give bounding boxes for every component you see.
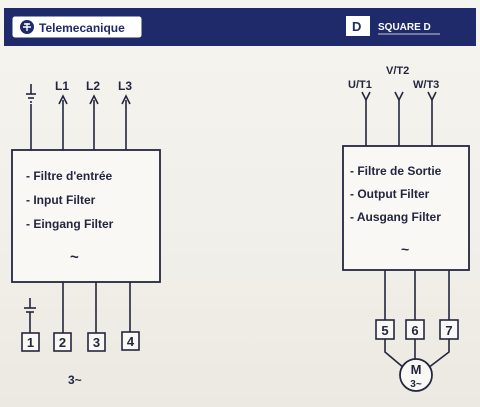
input-terminal-2: 2 <box>53 332 72 352</box>
label-u-t1: U/T1 <box>348 79 372 91</box>
output-line-en: - Output Filter <box>350 187 430 201</box>
input-ac-symbol: ~ <box>70 249 79 266</box>
svg-text:7: 7 <box>445 323 452 338</box>
svg-text:6: 6 <box>411 323 418 338</box>
label-v-t2: V/T2 <box>386 65 409 77</box>
output-line-de: - Ausgang Filter <box>350 210 441 224</box>
motor-label: M <box>411 362 422 377</box>
svg-text:4: 4 <box>127 334 135 349</box>
label-l1: L1 <box>55 79 69 93</box>
label-l3: L3 <box>118 79 132 93</box>
input-terminal-1: 1 <box>21 332 40 352</box>
output-terminal-7: 7 <box>439 319 459 340</box>
motor-sub-label: 3~ <box>410 379 422 390</box>
label-w-t3: W/T3 <box>413 79 439 91</box>
input-filter-box <box>11 149 161 283</box>
telemecanique-logo: Telemecanique <box>11 15 143 39</box>
output-filter-box <box>342 145 470 271</box>
input-terminal-3: 3 <box>87 332 106 352</box>
svg-text:1: 1 <box>27 335 34 350</box>
supply-label: 3~ <box>68 373 82 387</box>
input-phase-wires <box>58 94 131 150</box>
label-l2: L2 <box>86 79 100 93</box>
square-d-logo-icon <box>346 16 370 36</box>
motor-symbol: M 3~ <box>399 358 433 392</box>
svg-text:D: D <box>352 19 361 34</box>
motor-wires <box>384 339 450 369</box>
square-d-logo: D SQUARE D <box>346 16 440 36</box>
input-terminal-4: 4 <box>121 331 140 351</box>
svg-text:5: 5 <box>381 323 388 338</box>
earth-symbol-top <box>26 84 36 103</box>
output-line-fr: - Filtre de Sortie <box>350 164 442 178</box>
input-line-fr: - Filtre d'entrée <box>26 169 113 183</box>
output-terminal-6: 6 <box>405 319 425 340</box>
output-phase-wires <box>361 91 437 146</box>
brand-right: SQUARE D <box>378 22 431 33</box>
output-terminal-wires <box>384 270 450 320</box>
output-terminal-5: 5 <box>375 319 395 340</box>
brand-left: Telemecanique <box>39 21 125 35</box>
input-line-de: - Eingang Filter <box>26 217 114 231</box>
earth-symbol-bottom <box>24 298 36 333</box>
svg-text:3: 3 <box>93 335 100 350</box>
output-ac-symbol: ~ <box>401 241 409 257</box>
input-line-en: - Input Filter <box>26 193 96 207</box>
svg-text:2: 2 <box>59 335 66 350</box>
input-terminal-wires <box>62 282 131 333</box>
